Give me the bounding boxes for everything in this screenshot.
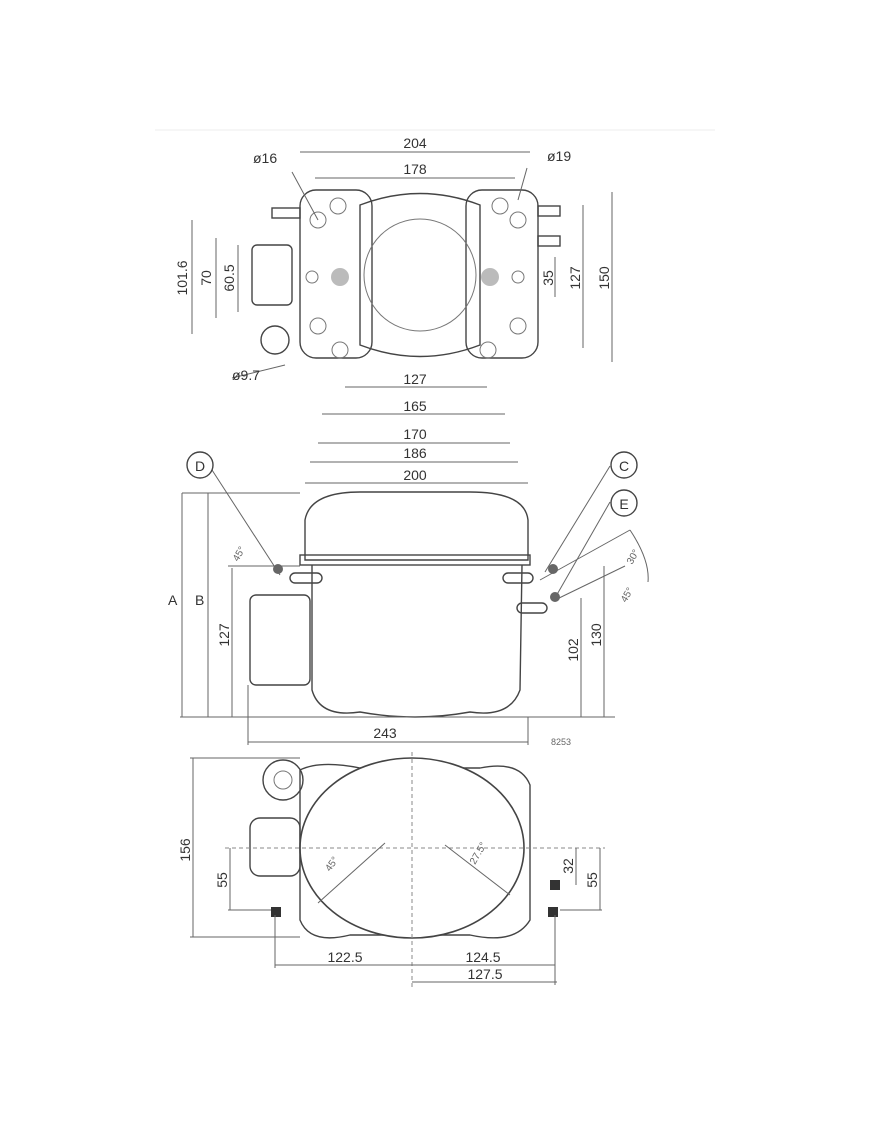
dim-35: 35 xyxy=(540,270,556,286)
pipe-right-2 xyxy=(537,235,561,247)
terminal-box xyxy=(251,244,293,306)
dim-178: 178 xyxy=(403,161,427,177)
right-grommet xyxy=(481,268,499,286)
base-plate xyxy=(299,763,531,939)
dim-phi9-7: ø9.7 xyxy=(232,367,260,383)
drawing-code: 8253 xyxy=(551,737,571,747)
left-grommet xyxy=(331,268,349,286)
dim-a: A xyxy=(168,592,178,608)
pipe-c xyxy=(502,572,534,584)
process-pipe-inner xyxy=(273,770,293,790)
dim-70: 70 xyxy=(198,270,214,286)
dim-127-5: 127.5 xyxy=(467,966,502,982)
callout-d: D xyxy=(195,458,205,474)
connector-c xyxy=(548,564,558,574)
weld-seam xyxy=(299,554,531,566)
pipe-right-1 xyxy=(537,205,561,217)
pipe-e xyxy=(516,602,548,614)
dim-186: 186 xyxy=(403,445,427,461)
process-pipe-circle xyxy=(260,325,290,355)
dim-55-left: 55 xyxy=(214,872,230,888)
top-view: 204 178 ø16 ø19 ø9.7 101.6 70 60.5 35 12… xyxy=(174,135,613,463)
pipe-end-left xyxy=(271,907,281,917)
callout-c-circle xyxy=(610,451,638,479)
pipe-end-right-2 xyxy=(548,907,558,917)
pipe-end-right-1 xyxy=(550,880,560,890)
relay-box xyxy=(249,594,311,686)
dim-b: B xyxy=(195,592,204,608)
dim-170: 170 xyxy=(403,426,427,442)
housing-outline xyxy=(359,192,481,358)
dim-165: 165 xyxy=(403,398,427,414)
right-mount-plate xyxy=(465,189,539,359)
dim-200: 200 xyxy=(403,467,427,483)
relay-bottom xyxy=(249,817,301,877)
pipe-d xyxy=(289,572,323,584)
dim-127-vertical: 127 xyxy=(567,266,583,290)
side-view: D C E A B 200 127 102 130 243 45° 30° 45… xyxy=(168,451,649,747)
dim-101-6: 101.6 xyxy=(174,260,190,295)
dim-150: 150 xyxy=(596,266,612,290)
dim-127-horizontal: 127 xyxy=(403,371,427,387)
left-mount-plate xyxy=(299,189,373,359)
bottom-dimension-lines xyxy=(190,757,602,985)
dim-55-right: 55 xyxy=(584,872,600,888)
callout-c: C xyxy=(619,458,629,474)
dome-circle xyxy=(363,218,477,332)
connector-e xyxy=(550,592,560,602)
dim-127-side: 127 xyxy=(216,623,232,647)
connector-d xyxy=(273,564,283,574)
pipe-left xyxy=(271,207,301,219)
callout-e: E xyxy=(619,496,628,512)
angle-right-1: 30° xyxy=(625,548,642,567)
dim-phi19: ø19 xyxy=(547,148,571,164)
side-dimension-lines xyxy=(180,465,649,745)
dim-122-5: 122.5 xyxy=(327,949,362,965)
dim-124-5: 124.5 xyxy=(465,949,500,965)
dim-phi16: ø16 xyxy=(253,150,277,166)
dim-243: 243 xyxy=(373,725,397,741)
dim-102: 102 xyxy=(565,638,581,662)
angle-left: 45° xyxy=(231,545,248,564)
dim-60-5: 60.5 xyxy=(221,264,237,291)
angle-right-2: 45° xyxy=(619,586,636,605)
dim-204: 204 xyxy=(403,135,427,151)
compressor-body xyxy=(311,564,523,718)
process-pipe-bottom xyxy=(262,759,304,801)
top-dimension-lines xyxy=(191,151,613,463)
compressor-dome xyxy=(304,491,529,561)
callout-e-circle xyxy=(610,489,638,517)
bottom-view: 156 55 32 55 122.5 124.5 127.5 45° 27.5° xyxy=(177,752,605,990)
callout-d-circle xyxy=(186,451,214,479)
dim-156: 156 xyxy=(177,838,193,862)
mount-holes xyxy=(305,197,527,359)
dim-130: 130 xyxy=(588,623,604,647)
dim-32: 32 xyxy=(560,858,576,874)
